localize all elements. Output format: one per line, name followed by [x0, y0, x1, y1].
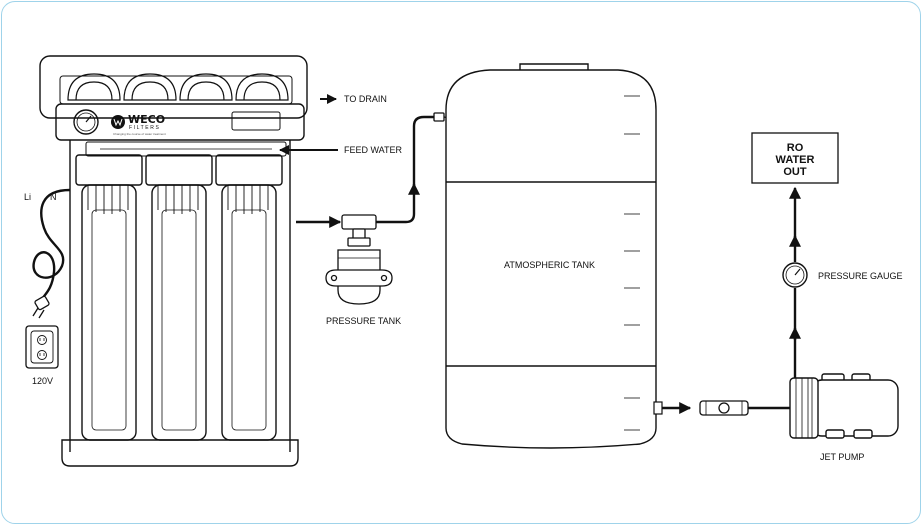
pressure-tank-label: PRESSURE TANK — [326, 316, 401, 326]
ro-water-out-line3: OUT — [783, 166, 807, 178]
wire-neutral-label: N — [50, 192, 57, 202]
pressure-tank — [325, 237, 393, 305]
wire-line-label: Li — [24, 192, 31, 202]
svg-text:WECO: WECO — [128, 113, 165, 126]
jet-pump-label: JET PUMP — [820, 452, 864, 462]
pressure-gauge-label: PRESSURE GAUGE — [818, 271, 903, 281]
filter-housings — [75, 154, 283, 441]
ro-water-out-line2: WATER — [776, 154, 815, 166]
brand-logo: WECO FILTERS Changing the course of wate… — [111, 113, 166, 136]
ro-water-out-box: RO WATER OUT — [751, 132, 839, 184]
feed-water-label: FEED WATER — [344, 145, 402, 155]
outlet-voltage-label: 120V — [32, 376, 53, 386]
ball-valve — [699, 400, 749, 416]
jet-pump — [789, 373, 899, 439]
membrane-caps — [67, 73, 289, 101]
ro-filter-unit — [39, 55, 308, 467]
tee-fitting — [341, 214, 377, 240]
tank-level-ticks — [624, 95, 640, 431]
ro-water-out-line1: RO — [787, 142, 804, 154]
svg-text:Changing the course of water t: Changing the course of water treatment — [113, 132, 166, 136]
unit-gauge-icon — [73, 109, 99, 135]
pressure-gauge-icon — [782, 262, 808, 288]
product-water-line — [296, 115, 436, 228]
plug-icon — [32, 295, 50, 319]
power-cord — [32, 188, 71, 301]
atmospheric-tank-label: ATMOSPHERIC TANK — [504, 260, 595, 270]
to-drain-label: TO DRAIN — [344, 94, 387, 104]
wall-outlet-icon — [25, 325, 59, 369]
svg-text:FILTERS: FILTERS — [129, 125, 160, 131]
atmospheric-tank — [445, 63, 657, 449]
tank-outlet-fitting — [653, 401, 663, 415]
